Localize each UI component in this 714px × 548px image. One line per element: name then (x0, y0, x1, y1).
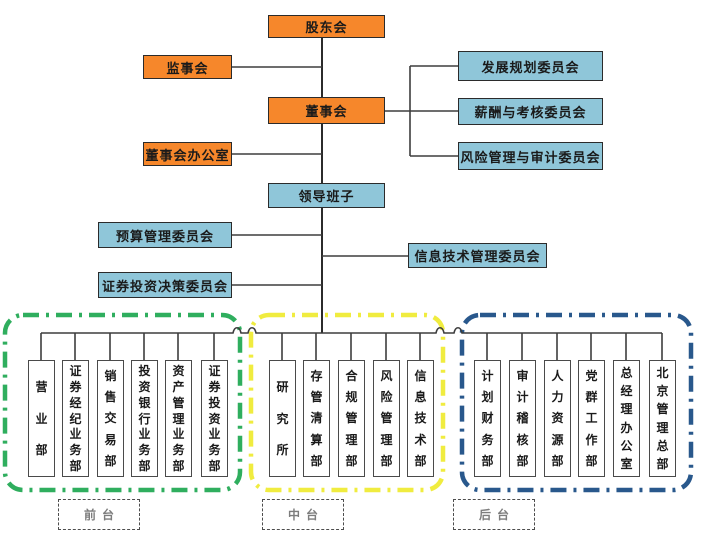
dept-label: 党群工作部 (585, 369, 598, 468)
group-label-front-office: 前台 (58, 499, 140, 530)
node-leadership-team: 领导班子 (268, 183, 385, 208)
node-development-planning-committee: 发展规划委员会 (458, 51, 603, 81)
node-securities-investment-decision-committee: 证券投资决策委员会 (98, 272, 232, 298)
node-risk-mgmt-audit-committee: 风险管理与审计委员会 (458, 142, 603, 170)
dept-label: 存管清算部 (310, 369, 323, 468)
node-board-of-directors: 董事会 (268, 97, 385, 124)
dept-label: 风险管理部 (380, 369, 393, 468)
dept-label: 资产管理业务部 (172, 363, 185, 474)
dept-box-party-work: 党群工作部 (578, 360, 605, 477)
dept-box-human-resources: 人力资源部 (544, 360, 571, 477)
node-it-mgmt-committee: 信息技术管理委员会 (408, 243, 547, 268)
dept-box-sales-branch: 营业部 (28, 360, 55, 477)
dept-box-audit: 审计稽核部 (509, 360, 536, 477)
dept-box-beijing-hq: 北京管理总部 (649, 360, 676, 477)
dept-box-compliance: 合规管理部 (338, 360, 365, 477)
node-compensation-appraisal-committee: 薪酬与考核委员会 (458, 98, 603, 125)
dept-box-investment-banking: 投资银行业务部 (131, 360, 158, 477)
dept-box-information-technology: 信息技术部 (407, 360, 434, 477)
dept-box-planning-finance: 计划财务部 (474, 360, 501, 477)
dept-label: 信息技术部 (414, 369, 427, 468)
dept-box-research-institute: 研究所 (269, 360, 296, 477)
dept-label: 计划财务部 (481, 369, 494, 468)
dept-box-securities-brokerage: 证券经纪业务部 (62, 360, 89, 477)
dept-box-gm-office: 总经理办公室 (613, 360, 640, 477)
group-label-back-office: 后台 (453, 499, 535, 530)
dept-label: 合规管理部 (345, 369, 358, 468)
dept-box-risk-management: 风险管理部 (373, 360, 400, 477)
dept-label: 证券投资业务部 (208, 363, 221, 474)
front-office-border (2, 312, 243, 493)
node-budget-mgmt-committee: 预算管理委员会 (98, 222, 232, 248)
dept-label: 证券经纪业务部 (69, 363, 82, 474)
group-label-middle-office: 中台 (262, 499, 344, 530)
dept-box-sales-trading: 销售交易部 (97, 360, 124, 477)
node-board-office: 董事会办公室 (143, 142, 232, 166)
dept-label: 北京管理总部 (656, 366, 669, 471)
dept-label: 审计稽核部 (516, 369, 529, 468)
dept-box-asset-management: 资产管理业务部 (165, 360, 192, 477)
node-shareholders-meeting: 股东会 (268, 15, 385, 38)
dept-box-custody-clearing: 存管清算部 (303, 360, 330, 477)
dept-label: 总经理办公室 (620, 366, 633, 471)
dept-label: 人力资源部 (551, 369, 564, 468)
dept-label: 销售交易部 (104, 369, 117, 468)
dept-box-securities-investment: 证券投资业务部 (201, 360, 228, 477)
dept-label: 营业部 (35, 379, 48, 458)
dept-label: 研究所 (276, 379, 289, 458)
node-supervisory-board: 监事会 (143, 55, 232, 79)
middle-office-border (248, 312, 446, 493)
dept-label: 投资银行业务部 (138, 363, 151, 474)
